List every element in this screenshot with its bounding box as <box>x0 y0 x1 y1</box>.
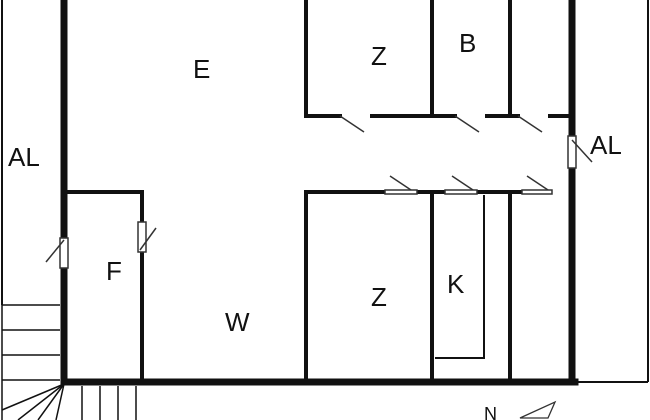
door-openings <box>45 115 593 269</box>
label-balcony-left: AL <box>8 142 40 172</box>
label-kitchen: K <box>447 269 465 299</box>
balcony-outlines <box>1 0 649 383</box>
label-bath: B <box>459 28 476 58</box>
outer-walls <box>60 0 579 386</box>
north-label: N <box>484 404 497 420</box>
stair-left <box>1 304 60 420</box>
label-wc: F <box>106 256 122 286</box>
label-balcony-right: AL <box>590 130 622 160</box>
north-arrow-icon <box>519 400 557 419</box>
interior-walls <box>62 0 574 384</box>
label-room-bottom: Z <box>371 282 387 312</box>
label-living: W <box>225 307 250 337</box>
label-eat-in: E <box>193 54 210 84</box>
north-arrow: N <box>484 400 557 420</box>
stair-bottom <box>1 383 137 420</box>
label-room-top: Z <box>371 41 387 71</box>
room-labels: AL AL E Z B Z K F W <box>8 28 622 337</box>
